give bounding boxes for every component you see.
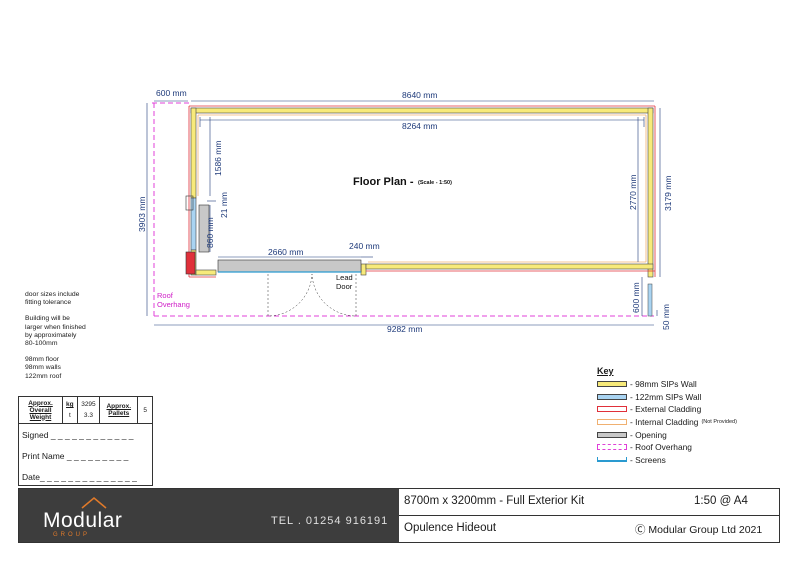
kg-value: 3295 xyxy=(81,401,96,408)
company-logo: Modular xyxy=(43,509,123,532)
key-item: - External Cladding xyxy=(597,403,767,416)
sips-122-swatch xyxy=(597,393,627,400)
internal-cladding-swatch xyxy=(597,419,627,426)
value-column: 3295 3.3 xyxy=(78,397,101,423)
dim-inner-width: 8264 mm xyxy=(402,121,437,131)
label-line: Overhang xyxy=(157,300,190,309)
label-line: Lead xyxy=(336,273,353,282)
door-swings xyxy=(267,273,357,317)
notes: door sizes include fitting tolerance Bui… xyxy=(25,291,145,389)
weight-table: Approx. Overall Weight kg t 3295 3.3 App… xyxy=(19,397,152,424)
dim-outer-width: 8640 mm xyxy=(402,90,437,100)
note-thickness: 98mm floor 98mm walls 122mm roof xyxy=(25,356,62,380)
dim-overall-width: 9282 mm xyxy=(387,324,422,334)
external-cladding-swatch xyxy=(597,406,627,413)
approx-weight-label: Approx. Overall Weight xyxy=(19,397,63,423)
dim-overhang-top: 600 mm xyxy=(156,88,187,98)
key-item: - Roof Overhang xyxy=(597,441,767,454)
key-item: - Opening xyxy=(597,428,767,441)
dim-left-upper: 1586 mm xyxy=(213,141,223,176)
external-cladding xyxy=(188,105,656,278)
key-item: - Screens xyxy=(597,454,767,467)
note-door-sizes: door sizes include fitting tolerance xyxy=(25,291,80,307)
roof-overhang-swatch xyxy=(597,444,627,451)
kg-label: kg xyxy=(66,401,74,408)
label-line: Roof xyxy=(157,291,174,300)
unit-column: kg t xyxy=(63,397,78,423)
pallets-value: 5 xyxy=(143,406,147,414)
screens-swatch xyxy=(597,457,627,463)
date-field[interactable]: Date_ _ _ _ _ _ _ _ _ _ _ _ _ _ xyxy=(22,471,137,482)
signed-field[interactable]: Signed _ _ _ _ _ _ _ _ _ _ _ _ xyxy=(22,429,134,440)
key-note: (Not Provided) xyxy=(701,419,737,426)
note-building-size: Building will be larger when finished by… xyxy=(25,315,86,348)
dim-screen-offset: 50 mm xyxy=(661,304,671,330)
dim-overall-depth: 3903 mm xyxy=(137,197,147,232)
key-label: - 98mm SIPs Wall xyxy=(630,379,697,390)
sips-98-swatch xyxy=(597,381,627,388)
internal-cladding xyxy=(197,114,647,263)
dim-inner-depth: 2770 mm xyxy=(628,175,638,210)
pallets-label: Approx. Pallets xyxy=(100,397,139,423)
product-title: 8700m x 3200mm - Full Exterior Kit xyxy=(404,495,585,507)
key-label: - External Cladding xyxy=(630,404,702,415)
print-name-field[interactable]: Print Name _ _ _ _ _ _ _ _ _ xyxy=(22,450,129,461)
key-label: - Screens xyxy=(630,454,666,465)
t-label: t xyxy=(68,412,71,419)
weight-signoff-box: Approx. Overall Weight kg t 3295 3.3 App… xyxy=(18,396,153,486)
key-label: - Internal Cladding xyxy=(630,417,699,428)
key-legend: Key - 98mm SIPs Wall - 122mm SIPs Wall -… xyxy=(597,366,767,466)
label-line: Door xyxy=(336,282,353,291)
telephone: TEL . 01254 916191 xyxy=(271,515,389,527)
sips-walls xyxy=(190,107,654,278)
t-value: 3.3 xyxy=(83,412,93,419)
title-block-brand: Modular GROUP TEL . 01254 916191 xyxy=(19,489,399,542)
side-screen-frame xyxy=(185,195,194,211)
door-opening xyxy=(217,259,362,273)
copyright: Ⓒ Modular Group Ltd 2021 xyxy=(635,524,763,536)
dimension-lines xyxy=(146,100,661,326)
key-label: - Opening xyxy=(630,429,667,440)
dim-post-width: 240 mm xyxy=(349,241,380,251)
title-block: Modular GROUP TEL . 01254 916191 8700m x… xyxy=(18,488,780,543)
drawing-scale: 1:50 @ A4 xyxy=(694,495,748,507)
dim-outer-depth: 3179 mm xyxy=(663,176,673,211)
company-logo-sub: GROUP xyxy=(53,532,91,538)
dim-overhang-front: 600 mm xyxy=(631,282,641,313)
roof-logo-icon xyxy=(81,497,107,509)
side-opening xyxy=(198,204,210,253)
divider-h xyxy=(399,515,779,516)
key-label: - Roof Overhang xyxy=(630,442,692,453)
key-item: - 98mm SIPs Wall xyxy=(597,378,767,391)
key-item: - 122mm SIPs Wall xyxy=(597,391,767,404)
key-label: - 122mm SIPs Wall xyxy=(630,391,702,402)
dim-opening-height: 860 mm xyxy=(205,217,215,248)
key-item: - Internal Cladding (Not Provided) xyxy=(597,416,767,429)
plan-title: Floor Plan - xyxy=(353,176,414,188)
dim-small-return: 21 mm xyxy=(219,192,229,218)
corner-post xyxy=(185,251,196,275)
project-name: Opulence Hideout xyxy=(404,522,497,534)
right-screen xyxy=(647,283,653,317)
key-title: Key xyxy=(597,366,614,376)
dim-door-width: 2660 mm xyxy=(268,247,303,257)
plan-scale: (Scale - 1:50) xyxy=(418,180,452,186)
opening-swatch xyxy=(597,431,627,438)
